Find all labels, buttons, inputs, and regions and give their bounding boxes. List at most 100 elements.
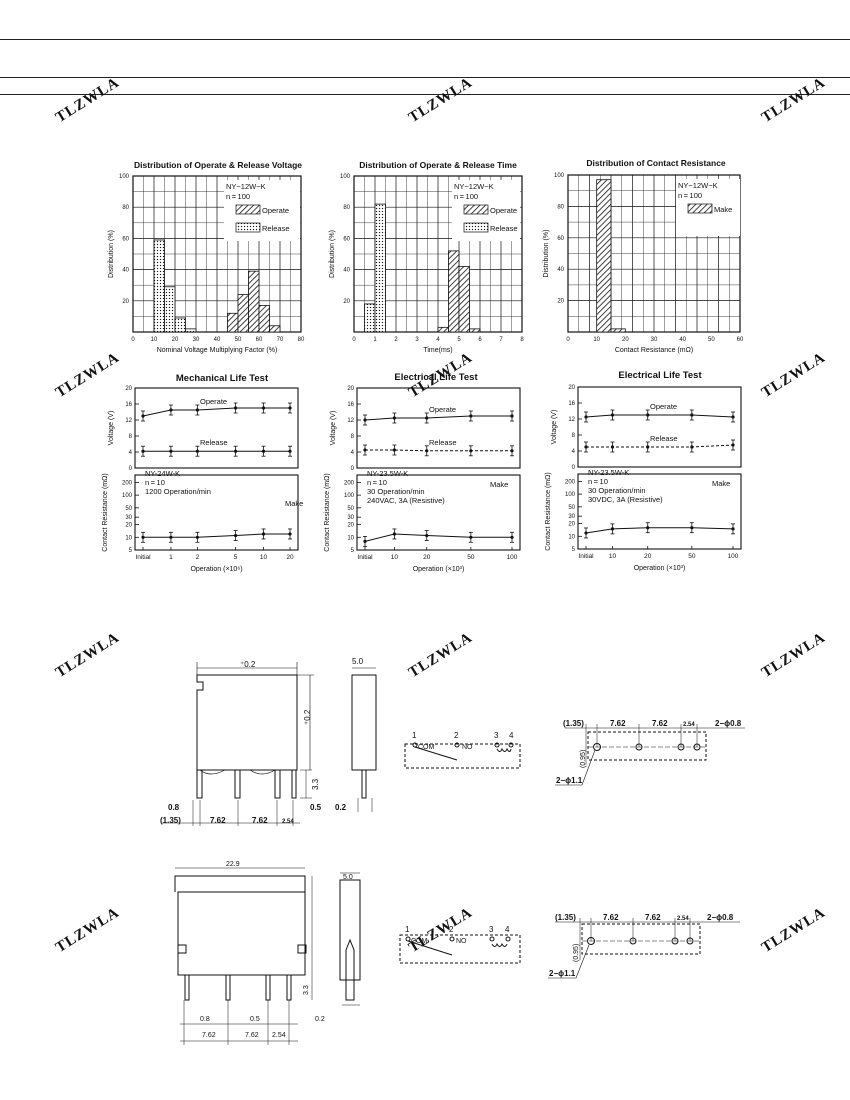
y-tick-label: 5 <box>351 548 355 554</box>
bar-operate <box>248 270 260 333</box>
x-tick-label: 40 <box>214 337 221 343</box>
x-tick-label: 10 <box>151 337 158 343</box>
x-tick-label: 10 <box>391 554 399 561</box>
x-tick-label: 60 <box>737 337 744 343</box>
y-tick-label: 20 <box>122 299 129 305</box>
chart-title: Electrical Life Test <box>394 372 478 383</box>
bar-release <box>374 203 386 333</box>
y-tick-label: 200 <box>344 480 355 486</box>
y-tick-label: 5 <box>129 548 133 554</box>
legend-swatch-release <box>235 222 261 233</box>
y-tick-label: 20 <box>347 523 354 529</box>
resistance-panel-frame <box>577 473 742 550</box>
y-tick-label: 40 <box>343 268 350 274</box>
x-tick-label: 5 <box>457 337 461 343</box>
header-rule-bottom <box>0 94 850 95</box>
bar-make <box>610 328 626 333</box>
x-tick-label: 1 <box>373 337 377 343</box>
x-tick-label: 50 <box>708 337 715 343</box>
data-point-make <box>169 535 173 539</box>
legend-label-release: Release <box>262 224 290 233</box>
y-tick-label: 50 <box>125 506 132 512</box>
data-point-release <box>392 448 396 452</box>
data-point-make <box>584 531 588 535</box>
data-point-operate <box>141 414 145 418</box>
series-label-release: Release <box>200 438 228 447</box>
x-tick-label: 0 <box>352 337 356 343</box>
bar-operate <box>469 328 481 333</box>
y-tick-label: 80 <box>122 205 129 211</box>
data-point-release <box>425 449 429 453</box>
legend-label-release: Release <box>490 224 518 233</box>
x-axis-label: Contact Resistance (mΩ) <box>615 347 693 354</box>
y-tick-label: 8 <box>572 433 576 439</box>
data-point-release <box>288 449 292 453</box>
y-tick-label: 20 <box>125 386 132 392</box>
test-condition-note: n = 10 <box>145 478 165 487</box>
data-point-make <box>610 527 615 531</box>
data-point-operate <box>584 415 588 419</box>
data-point-make <box>141 535 145 539</box>
data-point-make <box>288 532 292 536</box>
y-tick-label: 40 <box>557 267 564 273</box>
x-axis-label: Time(ms) <box>423 347 452 354</box>
series-label-make: Make <box>490 480 508 489</box>
data-point-make <box>234 533 238 538</box>
data-point-make <box>646 526 650 530</box>
data-point-make <box>195 535 199 539</box>
y-tick-label: 100 <box>344 493 355 499</box>
legend-label-make: Make <box>714 205 732 214</box>
data-point-make <box>363 539 367 543</box>
y-axis-label-resistance: Contact Resistance (mΩ) <box>102 473 109 551</box>
data-point-release <box>690 445 694 449</box>
series-line-make <box>364 533 512 542</box>
x-tick-label: 60 <box>256 337 263 343</box>
y-axis-label-voltage: Voltage (V) <box>330 411 337 446</box>
y-tick-label: 200 <box>565 479 576 485</box>
bar-release <box>185 328 197 333</box>
x-tick-label: 0 <box>131 337 135 343</box>
bar-release <box>164 286 176 333</box>
x-tick-label: 8 <box>520 337 524 343</box>
bar-release <box>364 303 376 333</box>
x-axis-label: Operation (×10³) <box>413 566 465 573</box>
legend-label-operate: Operate <box>262 206 289 215</box>
bar-operate <box>458 266 470 333</box>
series-line-release <box>365 449 512 452</box>
data-point-operate <box>731 415 735 419</box>
data-point-operate <box>288 406 292 410</box>
y-tick-label: 60 <box>557 236 564 242</box>
legend-note: n = 100 <box>454 192 478 201</box>
data-point-make <box>425 533 429 538</box>
x-tick-label: 1 <box>169 554 173 561</box>
x-tick-label: 40 <box>679 337 686 343</box>
y-tick-label: 50 <box>568 505 575 511</box>
plot-frame <box>567 174 741 333</box>
data-point-release <box>261 449 266 453</box>
legend-swatch-operate <box>235 204 261 215</box>
x-tick-label: Initial <box>357 554 373 561</box>
data-point-release <box>195 449 199 453</box>
data-point-release <box>234 449 238 453</box>
y-tick-label: 20 <box>347 386 354 392</box>
data-point-make <box>731 527 735 531</box>
y-tick-label: 16 <box>347 402 354 408</box>
y-tick-label: 60 <box>343 236 350 242</box>
voltage-panel-frame <box>134 387 299 469</box>
y-tick-label: 20 <box>568 522 575 528</box>
x-tick-label: 80 <box>298 337 305 343</box>
series-line-make <box>143 533 290 538</box>
data-point-operate <box>610 413 615 417</box>
data-point-operate <box>425 416 429 420</box>
x-tick-label: 10 <box>593 337 600 343</box>
x-tick-label: 50 <box>235 337 242 343</box>
bar-release <box>153 239 165 333</box>
data-point-release <box>169 449 173 453</box>
y-tick-label: 200 <box>122 480 133 486</box>
series-label-make: Make <box>712 479 730 488</box>
chart-title: Mechanical Life Test <box>176 373 269 384</box>
test-condition-note: NY-23.5W-K <box>588 468 629 477</box>
x-tick-label: Initial <box>135 554 151 561</box>
y-tick-label: 60 <box>122 236 129 242</box>
header-rule-top <box>0 39 850 40</box>
